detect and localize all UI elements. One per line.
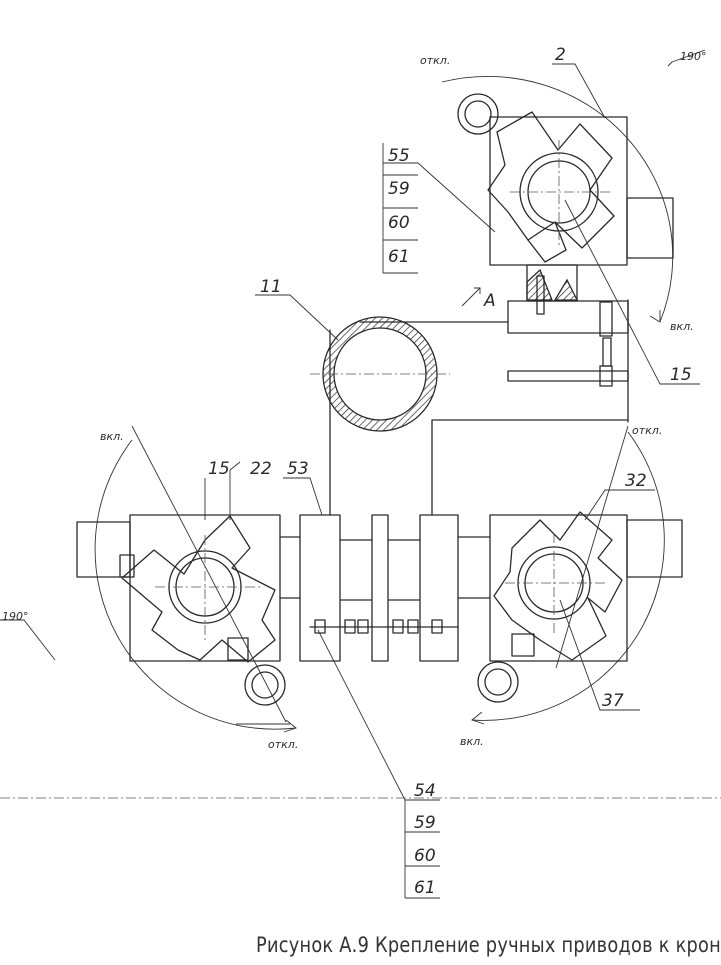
top-clamp-body: [487, 111, 615, 249]
bottom-callout-table: [404, 800, 440, 899]
top-callout-table: [382, 143, 418, 274]
label-part-15-top: 15: [670, 365, 692, 385]
label-part-2: 2: [555, 45, 566, 65]
left-rotation-arc: [94, 439, 297, 730]
right-drive-assembly: [471, 425, 683, 725]
callout-59-bottom: 59: [414, 813, 436, 833]
callout-61-top: 61: [388, 247, 410, 267]
callout-59-top: 59: [388, 179, 410, 199]
label-part-32: 32: [625, 471, 647, 491]
label-vkl-right: вкл.: [460, 735, 484, 748]
right-clamp-body: [493, 511, 623, 661]
top-handle: [626, 197, 674, 259]
label-part-11: 11: [260, 277, 282, 297]
right-small-pipe: [477, 661, 519, 703]
right-rotation-arc: [471, 431, 665, 721]
label-part-15-left: 15: [208, 459, 230, 479]
left-handle: [76, 521, 131, 578]
callout-55: 55: [388, 146, 410, 166]
left-drive-assembly: [0, 425, 297, 733]
right-mount-plate: [489, 514, 628, 662]
label-part-37: 37: [602, 691, 624, 711]
callout-54: 54: [414, 781, 436, 801]
callout-61-bottom: 61: [414, 878, 436, 898]
label-part-53: 53: [287, 459, 309, 479]
top-tie-plate-2: [507, 370, 629, 382]
central-frame: [255, 294, 629, 801]
leader-54: [317, 629, 406, 801]
figure-caption: Рисунок А.9 Крепление ручных приводов к …: [256, 933, 721, 957]
label-otkl-left: откл.: [268, 738, 298, 751]
label-view-a: A: [483, 291, 496, 311]
right-handle: [626, 519, 683, 578]
label-otkl-right: откл.: [632, 424, 662, 437]
label-vkl-left: вкл.: [100, 430, 124, 443]
label-angle-left: 190°: [2, 610, 29, 623]
callout-60-top: 60: [388, 213, 410, 233]
callout-60-bottom: 60: [414, 846, 436, 866]
label-part-22: 22: [250, 459, 272, 479]
top-small-pipe: [457, 93, 499, 135]
label-vkl-top: вкл.: [670, 320, 694, 333]
frame-plate-53: [299, 514, 341, 662]
left-small-pipe: [244, 664, 286, 706]
top-rotation-arc: [441, 75, 674, 323]
top-drive-assembly: [383, 49, 706, 423]
top-mount-plate: [489, 116, 628, 266]
left-clamp-body: [121, 515, 276, 663]
top-tie-plate-1: [507, 300, 629, 334]
label-otkl-top: откл.: [420, 54, 450, 67]
label-angle-top: 190°: [680, 50, 707, 63]
